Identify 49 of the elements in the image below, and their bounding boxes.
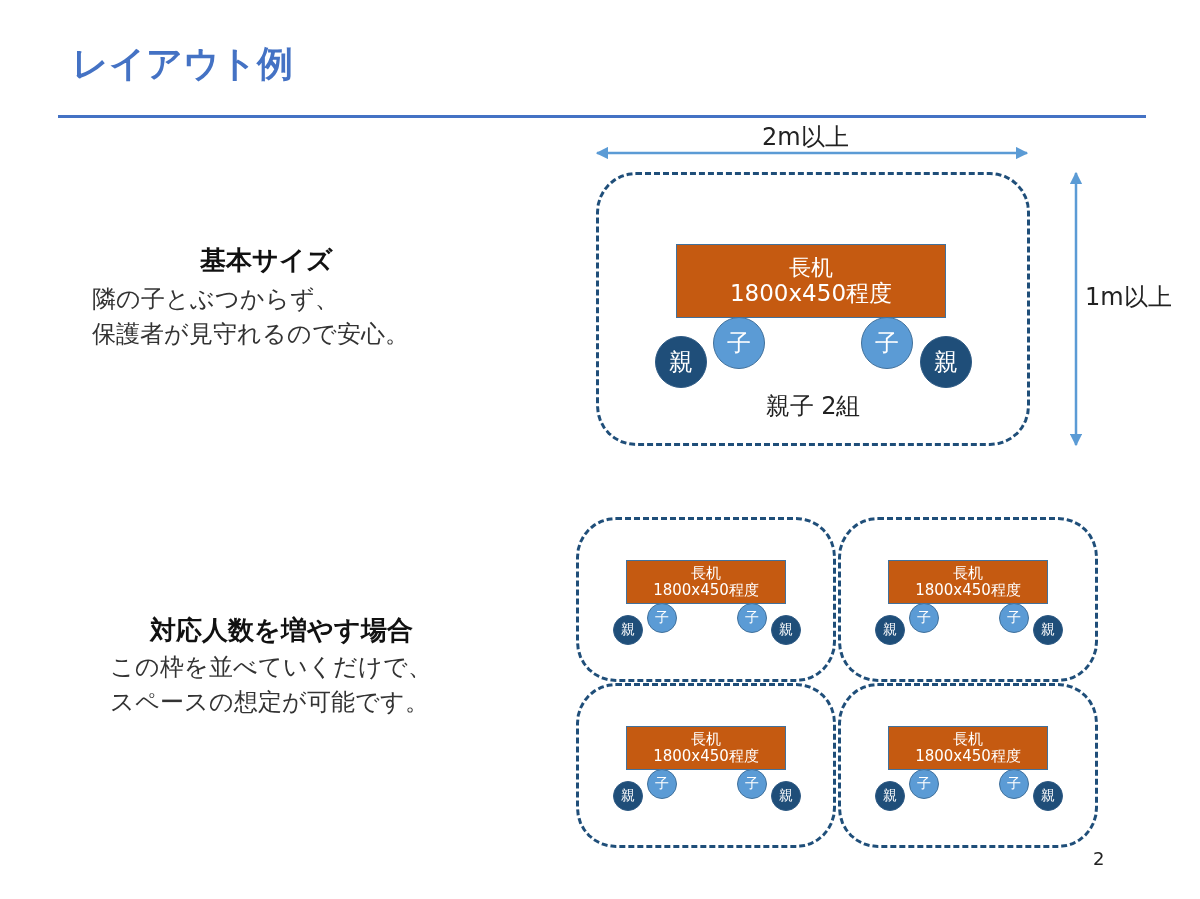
parent-circle: 親 <box>771 615 801 645</box>
parent-circle: 親 <box>1033 781 1063 811</box>
parent-circle: 親 <box>613 781 643 811</box>
desk-rect <box>626 560 786 604</box>
parent-circle: 親 <box>875 781 905 811</box>
size-label: 1800x450程度 <box>915 748 1021 766</box>
desk-label: 長机 <box>953 730 983 748</box>
child-circle: 子 <box>909 603 939 633</box>
parent-circle: 親 <box>875 615 905 645</box>
dimension-label: 2m以上 <box>762 122 849 153</box>
dashed-frame <box>596 172 1030 446</box>
desk-label: 長机 <box>691 730 721 748</box>
frame-caption: 親子 2組 <box>764 391 862 422</box>
child-circle: 子 <box>647 769 677 799</box>
desk-label: 長机 <box>953 564 983 582</box>
dashed-frame <box>576 517 836 682</box>
child-circle: 子 <box>737 603 767 633</box>
child-circle: 子 <box>713 317 765 369</box>
section-text: 隣の子とぶつからず、保護者が見守れるので安心。 <box>92 284 410 350</box>
desk-rect <box>888 726 1048 770</box>
size-label: 1800x450程度 <box>915 582 1021 600</box>
desk-label: 長机 <box>691 564 721 582</box>
parent-circle: 親 <box>1033 615 1063 645</box>
section-heading: 対応人数を増やす場合 <box>150 614 413 647</box>
desk-rect <box>888 560 1048 604</box>
parent-circle: 親 <box>771 781 801 811</box>
size-label: 1800x450程度 <box>729 280 892 307</box>
section-text: この枠を並べていくだけで、スペースの想定が可能です。 <box>110 652 433 718</box>
parent-circle: 親 <box>920 336 972 388</box>
size-label: 1800x450程度 <box>653 582 759 600</box>
child-circle: 子 <box>647 603 677 633</box>
child-circle: 子 <box>909 769 939 799</box>
desk-rect <box>676 244 946 318</box>
dashed-frame <box>576 683 836 848</box>
page-number: 2 <box>1093 847 1105 871</box>
slide-title: レイアウト例 <box>72 42 293 86</box>
section-heading: 基本サイズ <box>200 244 333 277</box>
parent-circle: 親 <box>613 615 643 645</box>
size-label: 1800x450程度 <box>653 748 759 766</box>
parent-circle: 親 <box>655 336 707 388</box>
dashed-frame <box>838 517 1098 682</box>
child-circle: 子 <box>861 317 913 369</box>
desk-rect <box>626 726 786 770</box>
child-circle: 子 <box>999 603 1029 633</box>
dimension-label: 1m以上 <box>1085 282 1172 313</box>
desk-label: 長机 <box>789 255 833 281</box>
child-circle: 子 <box>999 769 1029 799</box>
dashed-frame <box>838 683 1098 848</box>
child-circle: 子 <box>737 769 767 799</box>
